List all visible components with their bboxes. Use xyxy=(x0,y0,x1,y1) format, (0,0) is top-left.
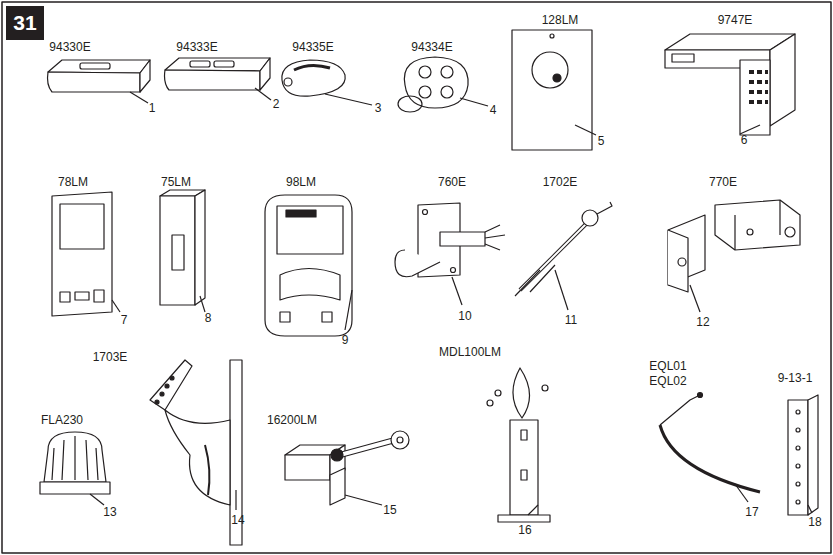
model-number: 9747E xyxy=(718,14,753,26)
callout-number: 6 xyxy=(741,134,748,146)
multi-function-console xyxy=(265,195,352,336)
push-button xyxy=(160,190,205,312)
warning-lamp xyxy=(40,432,110,505)
model-number: 98LM xyxy=(286,176,316,188)
keyless-entry-keypad xyxy=(665,34,795,135)
callout-number: 18 xyxy=(808,516,821,528)
model-number: MDL100LM xyxy=(439,346,501,358)
four-button-remote xyxy=(398,57,488,112)
key-switch xyxy=(395,203,505,305)
lock-release-kit xyxy=(150,360,242,545)
callout-number: 16 xyxy=(518,524,531,536)
model-number: EQL01 xyxy=(649,360,686,372)
model-number: 1703E xyxy=(93,351,128,363)
callout-number: 5 xyxy=(598,135,605,147)
angle-bracket xyxy=(788,395,818,515)
callout-number: 1 xyxy=(149,102,156,114)
model-number: EQL02 xyxy=(649,375,686,387)
figure-number: 31 xyxy=(13,11,36,35)
model-number: 770E xyxy=(709,176,737,188)
callout-number: 9 xyxy=(342,334,349,346)
model-number: 94335E xyxy=(292,41,333,53)
model-number: 16200LM xyxy=(267,414,317,426)
callout-number: 2 xyxy=(273,98,280,110)
callout-number: 8 xyxy=(205,312,212,324)
model-number: 94334E xyxy=(411,41,452,53)
callout-number: 11 xyxy=(565,314,577,326)
figure-number-box: 31 xyxy=(6,6,44,40)
model-number: 94330E xyxy=(49,41,90,53)
model-number: 9-13-1 xyxy=(778,372,813,384)
callout-number: 4 xyxy=(490,104,497,116)
keychain-remote xyxy=(282,60,372,105)
callout-number: 3 xyxy=(375,102,382,114)
callout-number: 14 xyxy=(231,514,244,526)
remote-three-button xyxy=(165,58,272,100)
model-number: 94333E xyxy=(176,41,217,53)
callout-number: 12 xyxy=(696,316,709,328)
emergency-release-lock xyxy=(515,202,612,310)
remote-one-button xyxy=(48,60,151,103)
callout-number: 17 xyxy=(745,506,758,518)
model-number: 128LM xyxy=(542,14,579,26)
model-number: 78LM xyxy=(58,176,88,188)
model-number: 1702E xyxy=(543,176,578,188)
callout-number: 7 xyxy=(121,314,128,326)
model-number: 760E xyxy=(438,176,466,188)
model-number: FLA230 xyxy=(41,414,83,426)
cable-loop xyxy=(660,393,760,503)
wall-control-plate xyxy=(512,30,596,150)
callout-number: 10 xyxy=(458,310,471,322)
callout-number: 13 xyxy=(103,506,116,518)
door-lock-bracket xyxy=(487,368,550,522)
wall-console xyxy=(52,192,120,316)
reversing-sensor-brackets xyxy=(668,200,800,312)
model-number: 75LM xyxy=(161,176,191,188)
callout-number: 15 xyxy=(383,504,396,516)
limit-switch xyxy=(285,431,409,505)
